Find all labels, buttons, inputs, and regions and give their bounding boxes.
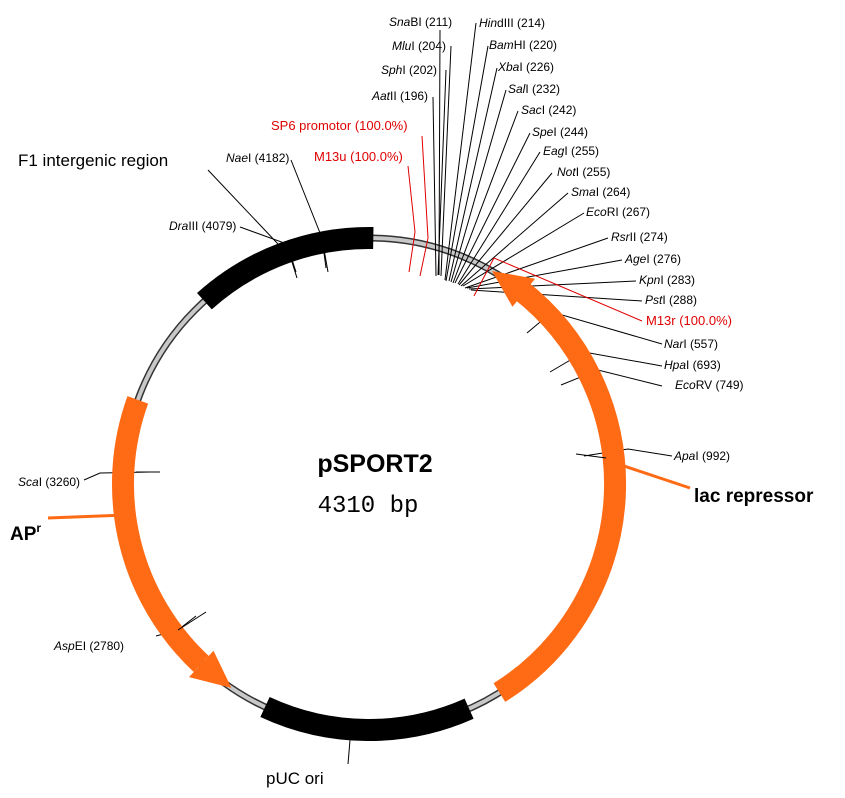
leader-lines xyxy=(83,22,673,765)
ap-label-main: AP xyxy=(10,524,37,545)
lac-pointer xyxy=(611,460,691,490)
leader-xbai xyxy=(448,67,498,282)
enzyme-label: SacI (242) xyxy=(521,103,576,117)
enzyme-label: BamHI (220) xyxy=(489,38,557,52)
site-ticks xyxy=(136,237,607,631)
enzyme-label: SpeI (244) xyxy=(532,125,588,139)
enzyme-label: AgeI (276) xyxy=(624,252,681,266)
enzyme-label: SphI (202) xyxy=(381,63,437,77)
enzyme-label: NaeI (4182) xyxy=(226,151,289,165)
enzyme-label: AspEI (2780) xyxy=(53,639,124,653)
enzyme-label: ApaI (992) xyxy=(673,449,730,463)
leader-aatii xyxy=(432,96,437,277)
leader-mlui xyxy=(440,45,452,277)
enzyme-label: KpnI (283) xyxy=(639,273,695,287)
enzyme-labels: SnaBI (211) HindIII (214) MluI (204) Bam… xyxy=(18,15,744,653)
primer-label-m13r: M13r (100.0%) xyxy=(646,313,732,328)
feature-label-lac: lac repressor xyxy=(694,486,814,507)
leader-f1 xyxy=(207,169,279,245)
leader-saci xyxy=(452,110,519,284)
leader-apai xyxy=(583,448,673,457)
leader-kpni xyxy=(468,280,637,290)
enzyme-label: MluI (204) xyxy=(392,39,446,53)
ap-resistance-arrow xyxy=(111,396,209,672)
enzyme-label: HindIII (214) xyxy=(479,16,545,30)
primer-leaders xyxy=(407,135,643,322)
ap-resistance-arrowhead xyxy=(189,650,232,688)
enzyme-label: DraIII (4079) xyxy=(169,219,236,233)
feature-label-ap: APr xyxy=(10,521,41,545)
enzyme-label: SnaBI (211) xyxy=(389,15,452,29)
enzyme-label: HpaI (693) xyxy=(664,358,721,372)
lac-repressor-arrow xyxy=(493,281,626,702)
enzyme-label: SmaI (264) xyxy=(571,185,630,199)
enzyme-label: SalI (232) xyxy=(508,82,560,96)
leader-sp6 xyxy=(419,135,429,277)
enzyme-label: EcoRI (267) xyxy=(586,205,650,219)
primer-label-m13u: M13u (100.0%) xyxy=(314,149,403,164)
leader-psti xyxy=(470,289,643,302)
f1-region-block xyxy=(197,226,374,310)
leader-rsrii xyxy=(464,237,609,289)
enzyme-label: XbaI (226) xyxy=(497,60,554,74)
leader-sphi xyxy=(437,69,447,276)
enzyme-label: EagI (255) xyxy=(543,144,599,158)
lac-repressor-arrowhead xyxy=(492,271,536,307)
leader-ecori xyxy=(462,212,585,287)
leader-bamhi xyxy=(445,45,489,282)
enzyme-label: ScaI (3260) xyxy=(18,475,80,489)
leader-m13u xyxy=(407,165,416,273)
ap-label-sup: r xyxy=(36,521,41,535)
enzyme-label: NarI (557) xyxy=(664,337,718,351)
plasmid-name: pSPORT2 xyxy=(317,450,432,478)
plasmid-size: 4310 bp xyxy=(318,493,419,520)
ap-pointer xyxy=(47,513,127,520)
puc-ori-block xyxy=(260,697,474,741)
leader-eagi xyxy=(457,151,541,285)
leader-smai xyxy=(460,192,569,287)
leader-noti xyxy=(458,172,553,286)
enzyme-label: PstI (288) xyxy=(645,293,697,307)
enzyme-label: NotI (255) xyxy=(557,165,610,179)
enzyme-label: RsrII (274) xyxy=(611,230,668,244)
leader-agei xyxy=(466,259,623,289)
primer-label-sp6: SP6 promotor (100.0%) xyxy=(271,118,408,133)
enzyme-label: AatII (196) xyxy=(371,89,428,103)
feature-label-puc: pUC ori xyxy=(266,769,324,788)
leader-sali xyxy=(450,89,507,283)
leader-m13r xyxy=(473,257,643,322)
leader-hindiii xyxy=(444,22,477,281)
feature-label-f1: F1 intergenic region xyxy=(18,151,168,170)
enzyme-label: EcoRV (749) xyxy=(675,378,744,392)
leader-spei xyxy=(454,132,531,284)
